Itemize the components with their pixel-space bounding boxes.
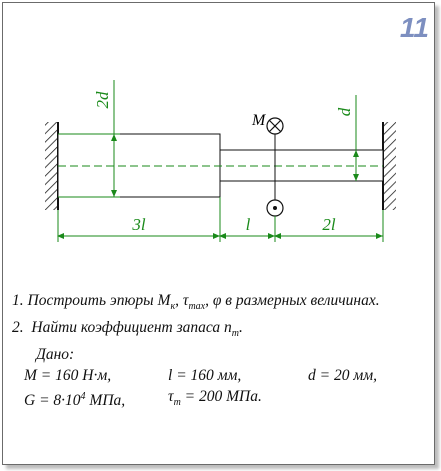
problem-number: 11 — [399, 12, 429, 43]
task-1: 1. Построить эпюры Mк, τmax, φ в размерн… — [12, 292, 380, 313]
shaft-drawing: 2d d M 3l l 2l — [45, 80, 396, 242]
dim-2d: 2d — [58, 80, 120, 198]
svg-text:l: l — [246, 215, 251, 234]
svg-text:2l: 2l — [322, 215, 336, 234]
left-wall — [45, 122, 59, 210]
svg-text:d: d — [335, 107, 354, 116]
given-title: Дано: — [36, 346, 75, 364]
given-row-1: M = 160 Н·м, l = 160 мм, d = 20 мм, — [24, 367, 377, 385]
svg-text:M: M — [251, 112, 267, 129]
torque-moment: M — [251, 112, 284, 217]
task-2: 2. Найти коэффициент запаса nт. — [12, 319, 243, 340]
task-list: 1. Построить эпюры Mк, τmax, φ в размерн… — [12, 290, 430, 410]
right-wall — [382, 122, 396, 210]
svg-text:2d: 2d — [93, 91, 112, 109]
length-dimensions: 3l l 2l — [57, 197, 384, 242]
given-row-2: G = 8·104 МПа, τт = 200 МПа. — [24, 388, 262, 410]
dim-d: d — [335, 95, 359, 181]
svg-text:3l: 3l — [131, 215, 146, 234]
